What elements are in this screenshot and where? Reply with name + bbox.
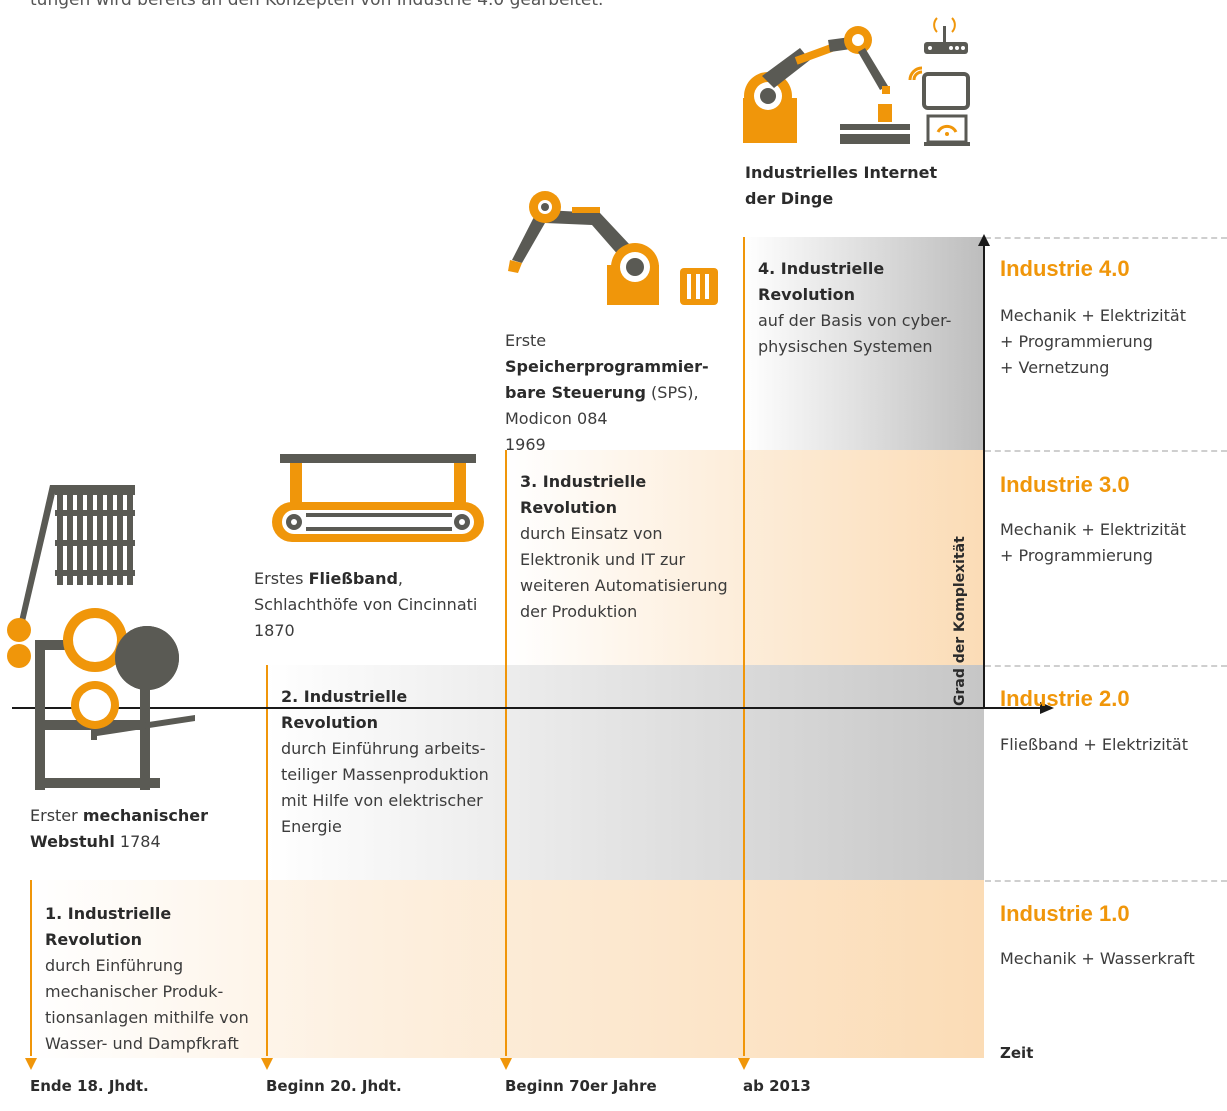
- revolution-3-text: 3. Industrielle Revolution durch Einsatz…: [520, 469, 740, 625]
- level-2-title: Industrie 2.0: [1000, 686, 1130, 711]
- level-2-desc: Fließband + Elektrizität: [1000, 732, 1188, 758]
- arrow-head-1: [25, 1058, 37, 1070]
- level-separator-1: [985, 880, 1227, 882]
- revolution-line: der Produktion: [520, 602, 638, 621]
- level-1-title: Industrie 1.0: [1000, 901, 1130, 926]
- level-4-desc-line: + Vernetzung: [1000, 358, 1110, 377]
- date-label-2: Beginn 20. Jhdt.: [266, 1077, 402, 1095]
- milestone-webstuhl: Erster mechanischer Webstuhl 1784: [30, 803, 250, 855]
- level-2-desc-line: Fließband + Elektrizität: [1000, 735, 1189, 754]
- revolution-1-title: 1. Industrielle Revolution: [45, 904, 172, 949]
- milestone-sps: Erste Speicherprogrammier- bare Steuerun…: [505, 328, 745, 458]
- band-level-1: [30, 880, 984, 1058]
- revolution-line: Energie: [281, 817, 342, 836]
- timeline-arrowheads: [25, 1058, 750, 1070]
- revolution-line: mechanischer Produk-: [45, 982, 224, 1001]
- revolution-line: Elektronik und IT zur: [520, 550, 686, 569]
- timeline-line-3: [505, 450, 507, 1056]
- milestone-bold: Webstuhl: [30, 832, 115, 851]
- revolution-4-text: 4. Industrielle Revolution auf der Basis…: [758, 256, 983, 360]
- milestone-bold: Fließband: [308, 569, 398, 588]
- y-axis-label: Grad der Komplexität: [952, 536, 968, 706]
- revolution-line: durch Einführung arbeits-: [281, 739, 486, 758]
- milestone-text: Schlachthöfe von Cincinnati: [254, 595, 478, 614]
- milestone-text: Erster: [30, 806, 83, 825]
- level-1-desc-line: Mechanik + Wasserkraft: [1000, 949, 1195, 968]
- revolution-line: teiliger Massenproduktion: [281, 765, 489, 784]
- arrow-head-2: [261, 1058, 273, 1070]
- level-4-desc-line: Mechanik + Elektrizität: [1000, 306, 1186, 325]
- level-1-desc: Mechanik + Wasserkraft: [1000, 946, 1195, 972]
- iiot-icon: [743, 17, 970, 146]
- revolution-2-text: 2. Industrielle Revolution durch Einführ…: [281, 684, 501, 840]
- loom-icon: [7, 485, 195, 790]
- revolution-line: tionsanlagen mithilfe von: [45, 1008, 249, 1027]
- intro-text: tungen wird bereits an den Konzepten von…: [30, 0, 604, 10]
- arrow-head-3: [500, 1058, 512, 1070]
- level-3-desc-line: Mechanik + Elektrizität: [1000, 520, 1186, 539]
- y-axis-arrow: [978, 234, 990, 246]
- timeline-line-4: [743, 237, 745, 1056]
- level-3-desc-line: + Programmierung: [1000, 546, 1153, 565]
- revolution-line: physischen Systemen: [758, 337, 933, 356]
- arrow-head-4: [738, 1058, 750, 1070]
- level-4-title: Industrie 4.0: [1000, 256, 1130, 281]
- level-3-title: Industrie 3.0: [1000, 472, 1130, 497]
- milestone-text: Erste: [505, 331, 547, 350]
- level-3-desc: Mechanik + Elektrizität + Programmierung: [1000, 517, 1186, 569]
- band-level-4: [743, 237, 984, 450]
- x-axis-arrow: [1040, 702, 1054, 714]
- milestone-bold: bare Steuerung: [505, 383, 646, 402]
- revolution-line: durch Einführung: [45, 956, 184, 975]
- revolution-3-title: 3. Industrielle Revolution: [520, 472, 647, 517]
- revolution-line: mit Hilfe von elektrischer: [281, 791, 483, 810]
- level-4-desc-line: + Programmierung: [1000, 332, 1153, 351]
- date-label-4: ab 2013: [743, 1077, 811, 1095]
- axes: [12, 234, 1054, 714]
- milestone-text: Modicon 084: [505, 409, 608, 428]
- conveyor-icon: [272, 454, 484, 542]
- timeline-line-2: [266, 665, 268, 1056]
- band-level-2: [266, 665, 984, 880]
- revolution-1-text: 1. Industrielle Revolution durch Einführ…: [45, 901, 265, 1057]
- level-separator-3: [985, 450, 1227, 452]
- milestone-text: Erstes: [254, 569, 309, 588]
- date-label-1: Ende 18. Jhdt.: [30, 1077, 149, 1095]
- revolution-line: auf der Basis von cyber-: [758, 311, 952, 330]
- timeline-line-1: [30, 880, 32, 1056]
- x-axis-label: Zeit: [1000, 1044, 1034, 1062]
- milestone-text: (SPS),: [645, 383, 699, 402]
- level-separator-4: [985, 237, 1227, 239]
- milestone-text: 1969: [505, 435, 546, 454]
- milestone-iiot: Industrielles Internet der Dinge: [745, 160, 965, 212]
- milestone-text: ,: [397, 569, 404, 588]
- level-separator-2: [985, 665, 1227, 667]
- milestone-bold: mechanischer: [82, 806, 209, 825]
- revolution-2-title: 2. Industrielle Revolution: [281, 687, 408, 732]
- revolution-4-title: 4. Industrielle Revolution: [758, 259, 885, 304]
- revolution-line: durch Einsatz von: [520, 524, 663, 543]
- robot-arm-icon: [508, 191, 718, 305]
- level-4-desc: Mechanik + Elektrizität + Programmierung…: [1000, 303, 1186, 381]
- milestone-text: 1784: [114, 832, 161, 851]
- milestone-text: 1870: [254, 621, 295, 640]
- milestone-text: der Dinge: [745, 189, 834, 208]
- date-label-3: Beginn 70er Jahre: [505, 1077, 657, 1095]
- revolution-line: weiteren Automatisierung: [520, 576, 728, 595]
- milestone-fliessband: Erstes Fließband, Schlachthöfe von Cinci…: [254, 566, 494, 644]
- revolution-line: Wasser- und Dampfkraft: [45, 1034, 239, 1053]
- milestone-text: Industrielles Internet: [745, 163, 938, 182]
- milestone-bold: Speicherprogrammier-: [505, 357, 709, 376]
